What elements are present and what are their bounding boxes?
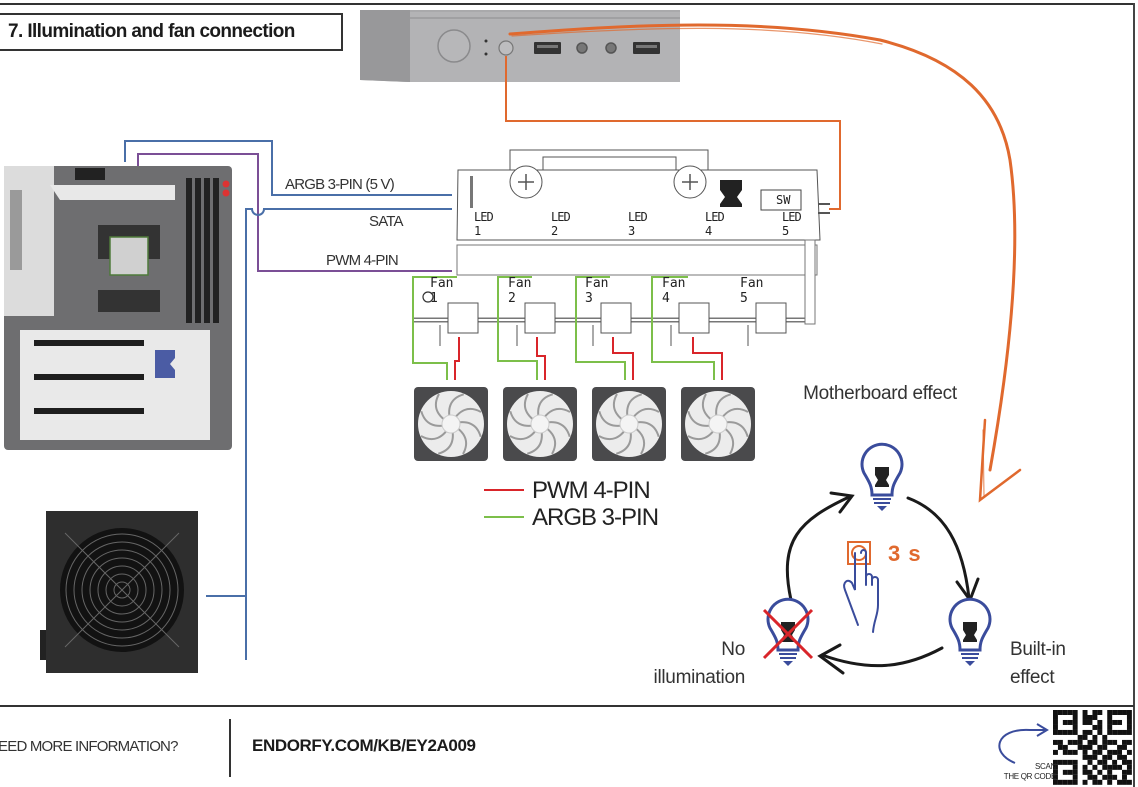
sata-input-cable <box>245 208 452 660</box>
case-front-panel <box>360 10 680 82</box>
qr-code-icon[interactable] <box>1053 710 1132 785</box>
audio-jack-icon <box>605 42 617 54</box>
hand-pointer-icon <box>843 549 879 633</box>
bulb-motherboard-effect-icon <box>860 442 904 511</box>
mode-label-built-in: Built-in effect <box>1010 639 1066 688</box>
section-title: 7. Illumination and fan connection <box>0 13 343 51</box>
argb-cable-fan-4 <box>651 276 715 380</box>
fan-port-4: Fan 4 <box>662 276 686 306</box>
curved-arrow-icon <box>998 728 1045 764</box>
endorfy-logo-icon <box>720 180 742 207</box>
pwm-cable-fan-1 <box>454 337 460 380</box>
motherboard-image <box>4 166 232 450</box>
mode-cycle-arrows <box>785 491 980 675</box>
bulb-built-in-effect-icon <box>948 597 992 666</box>
pwm-cable-fan-2 <box>536 337 546 380</box>
right-border <box>1133 3 1135 787</box>
fan-image-4 <box>681 387 755 461</box>
fan-port-1: Fan 1 <box>430 276 454 306</box>
footer-divider <box>0 705 1134 707</box>
fan-image-1 <box>414 387 488 461</box>
qr-section <box>998 710 1132 785</box>
footer-kb-link[interactable]: ENDORFY.COM/KB/EY2A009 <box>252 736 476 755</box>
footer-question: NEED MORE INFORMATION? <box>0 738 178 755</box>
fan-port-5: Fan 5 <box>740 276 764 306</box>
footer-separator <box>229 719 231 777</box>
scan-caption: SCAN THE QR CODE <box>990 762 1057 782</box>
led-port-1: LED 1 <box>474 210 494 238</box>
pwm-cable-fan-4 <box>692 337 723 380</box>
mode-label-no-illumination: No illumination <box>653 639 746 688</box>
power-button-icon <box>437 29 471 63</box>
fan-image-3 <box>592 387 666 461</box>
pwm-cable-fan-3 <box>612 337 634 380</box>
led-port-5: LED 5 <box>782 210 802 238</box>
argb-input-cable <box>124 140 452 196</box>
fan-port-2: Fan 2 <box>508 276 532 306</box>
switch-cable <box>505 56 841 210</box>
pwm-input-label: PWM 4-PIN <box>326 252 399 269</box>
legend-label-argb: ARGB 3-PIN <box>532 504 659 531</box>
led-port-3: LED 3 <box>628 210 648 238</box>
scan-line-1: SCAN <box>1034 762 1056 771</box>
led-button-icon <box>498 40 514 56</box>
button-to-modes-arrow <box>508 23 1022 503</box>
section-title-text: 7. Illumination and fan connection <box>8 21 295 42</box>
pwm-tach-icon <box>422 291 434 303</box>
argb-cable-fan-2 <box>497 276 538 380</box>
led-port-4: LED 4 <box>705 210 725 238</box>
hold-duration: 3 s <box>888 541 922 566</box>
argb-input-label: ARGB 3-PIN (5 V) <box>285 176 395 193</box>
pwm-input-cable <box>137 153 452 272</box>
mode-label-motherboard: Motherboard effect <box>803 383 957 404</box>
led-port-2: LED 2 <box>551 210 571 238</box>
wiring-diagram <box>4 10 1022 675</box>
legend-label-pwm: PWM 4-PIN <box>532 477 651 504</box>
scan-line-2: THE QR CODE <box>1003 772 1057 781</box>
fan-port-3: Fan 3 <box>585 276 609 306</box>
sata-input-label: SATA <box>369 213 404 230</box>
top-border <box>0 3 1134 5</box>
audio-jack-icon <box>576 42 588 54</box>
argb-cable-fan-3 <box>575 276 626 380</box>
switch-label: SW <box>776 193 791 207</box>
fan-image-2 <box>503 387 577 461</box>
bulb-no-illumination-icon <box>762 597 814 666</box>
argb-cable-fan-1 <box>412 276 457 380</box>
cross-icon <box>762 608 814 660</box>
fan-connectors <box>439 302 787 346</box>
power-supply-image <box>40 511 198 673</box>
fan-images <box>414 387 755 461</box>
